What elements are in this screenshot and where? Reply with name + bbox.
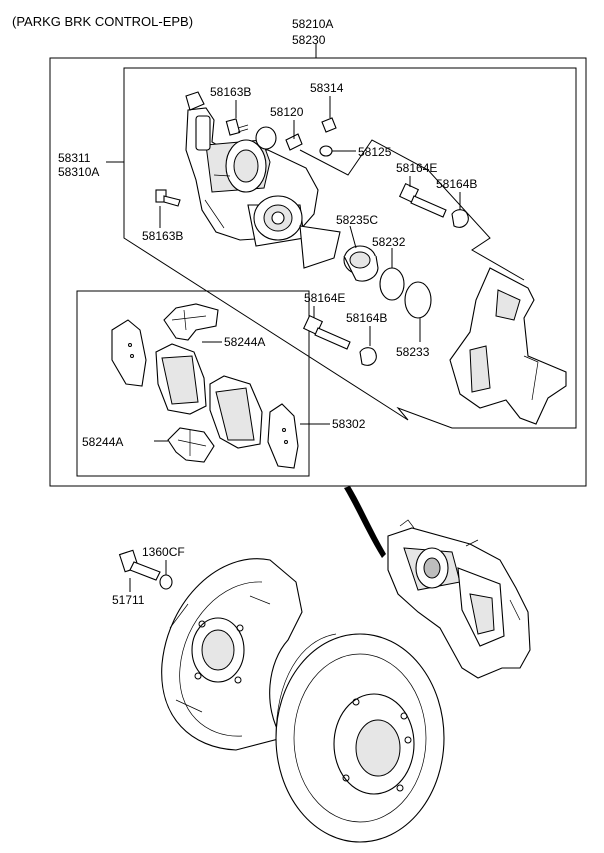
label-guide-pin-low: 58164E	[304, 291, 345, 305]
piston	[343, 225, 379, 282]
label-caliper-l2: 58310A	[58, 165, 99, 179]
piston-boot	[404, 281, 432, 342]
label-bleeder: 58120	[270, 105, 304, 119]
label-boot-piston: 58233	[396, 345, 430, 359]
hub-bolt	[118, 549, 161, 592]
label-bolt-upper: 58163B	[210, 85, 251, 99]
label-spring-top: 58244A	[224, 335, 265, 349]
bolt-lower	[155, 189, 181, 228]
guide-pin-lower	[302, 306, 351, 350]
label-seal: 58232	[372, 235, 406, 249]
label-bolt-lower: 58163B	[142, 229, 183, 243]
pad-spring-low	[154, 427, 215, 463]
cap-top	[321, 96, 337, 133]
brake-rotor	[275, 633, 445, 843]
label-boot-low: 58164B	[346, 311, 387, 325]
dust-shield	[161, 558, 303, 751]
pointer-arc	[344, 486, 386, 558]
pad-spring-top	[163, 303, 222, 343]
pad-outer-left	[111, 319, 147, 387]
label-cap-top: 58314	[310, 81, 344, 95]
pad-outer-right	[267, 403, 299, 469]
caliper-group-outline	[123, 67, 577, 429]
label-hub-bolt: 51711	[112, 593, 145, 607]
label-pad-kit: 58302	[332, 417, 366, 431]
label-caliper-l: 58311	[58, 151, 91, 165]
label-assy-top2: 58230	[292, 33, 326, 47]
caliper-housing	[185, 91, 341, 269]
cap-mid	[319, 145, 356, 157]
pad-inner-left	[155, 343, 207, 415]
label-washer: 1360CF	[142, 545, 185, 559]
pad-inner-right	[209, 375, 263, 449]
label-boot-top: 58164B	[436, 177, 477, 191]
boot-top	[451, 192, 469, 228]
guide-pin-top	[398, 176, 447, 218]
label-piston: 58235C	[336, 213, 378, 227]
seal	[379, 248, 405, 301]
leader-lines	[106, 44, 330, 425]
label-guide-pin-top: 58164E	[396, 161, 437, 175]
assembly-frame	[49, 57, 587, 487]
boot-lower	[359, 326, 377, 366]
caliper-assembled	[387, 519, 531, 679]
label-spring-low: 58244A	[82, 435, 123, 449]
hub-washer	[159, 560, 173, 590]
carrier-bracket	[449, 267, 567, 425]
pad-kit-frame	[76, 290, 310, 477]
bleeder-screw	[285, 120, 303, 151]
bolt-upper	[225, 100, 249, 136]
label-cap-mid: 58125	[358, 145, 392, 159]
diagram-title: (PARKG BRK CONTROL-EPB)	[12, 14, 193, 29]
label-assy-top: 58210A	[292, 17, 333, 31]
